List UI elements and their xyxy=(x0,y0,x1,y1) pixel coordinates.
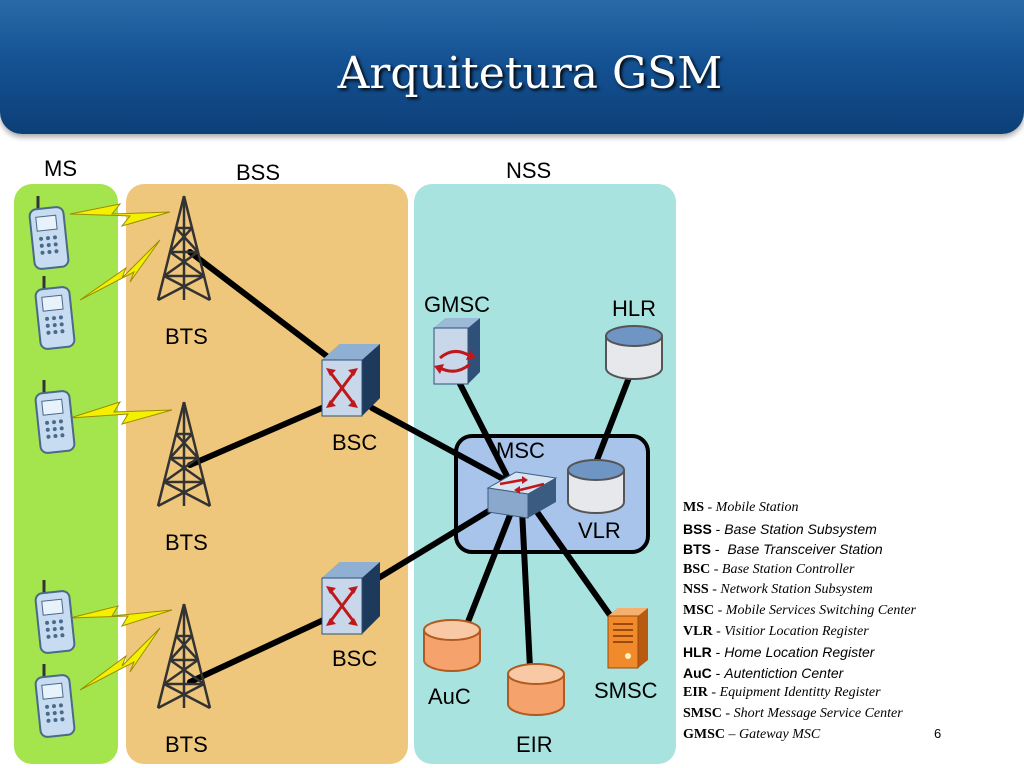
bts-tower-icon xyxy=(156,603,212,710)
legend-item: AuC - Autentiction Center xyxy=(683,664,844,681)
legend-item: HLR - Home Location Register xyxy=(683,644,875,661)
lightning-icon xyxy=(69,401,173,425)
gmsc-gateway-icon xyxy=(433,318,480,385)
eir-database-icon xyxy=(507,663,565,716)
link-eir-msc xyxy=(519,507,533,671)
auc-database-icon xyxy=(423,619,481,672)
smsc-server-icon xyxy=(607,608,648,669)
msc-switch-icon xyxy=(486,471,558,519)
ms-group-label: MS xyxy=(44,156,77,181)
vlr-label: VLR xyxy=(578,518,621,543)
msc-label: MSC xyxy=(496,438,545,463)
vlr-database-icon xyxy=(567,459,625,514)
bsc-label: BSC xyxy=(332,646,378,671)
legend-item: BTS - Base Transceiver Station xyxy=(683,541,883,558)
legend-item: BSS - Base Station Subsystem xyxy=(683,520,877,537)
link-bts2-bsc1 xyxy=(187,395,348,468)
page-number: 6 xyxy=(934,726,942,741)
title-bar: Arquitetura GSM xyxy=(0,0,1024,134)
lightning-icon xyxy=(69,203,171,227)
link-bsc2-msc xyxy=(369,495,513,585)
bts-tower-icon xyxy=(156,401,212,508)
legend-item: GMSC – Gateway MSC xyxy=(683,726,821,742)
link-bts3-bsc2 xyxy=(187,607,348,685)
slide-title: Arquitetura GSM xyxy=(337,48,723,99)
link-bsc1-msc xyxy=(369,405,508,483)
hlr-label: HLR xyxy=(612,296,657,321)
legend-item: BSC - Base Station Controller xyxy=(683,561,855,577)
mobile-phone-icon xyxy=(34,276,76,350)
acronym-legend: MS - Mobile Station BSS - Base Station S… xyxy=(683,498,1013,745)
mobile-phone-icon xyxy=(28,196,70,270)
bsc-label: BSC xyxy=(332,430,378,455)
legend-item: SMSC - Short Message Service Center xyxy=(683,705,903,721)
legend-item: EIR - Equipment Identitty Register xyxy=(683,685,881,701)
mobile-phone-icon xyxy=(34,380,76,454)
bss-group-label: BSS xyxy=(236,160,281,185)
legend-item: NSS - Network Station Subsystem xyxy=(683,582,873,598)
auc-label: AuC xyxy=(428,684,471,709)
mobile-phone-icon xyxy=(34,664,76,738)
link-bts1-bsc1 xyxy=(187,249,348,373)
gmsc-label: GMSC xyxy=(424,292,490,317)
lightning-icon xyxy=(79,627,161,691)
hlr-database-icon xyxy=(605,325,663,380)
smsc-label: SMSC xyxy=(594,678,658,703)
bts-tower-icon xyxy=(156,195,212,302)
bts-label: BTS xyxy=(165,732,208,757)
legend-item: MSC - Mobile Services Switching Center xyxy=(683,602,916,618)
legend-item: MS - Mobile Station xyxy=(683,500,799,515)
link-smsc-msc xyxy=(527,499,615,621)
lightning-icon xyxy=(69,605,173,627)
bts-label: BTS xyxy=(165,324,208,349)
mobile-phone-icon xyxy=(34,580,76,654)
ms-group-panel xyxy=(14,184,118,764)
lightning-icon xyxy=(79,239,161,301)
bts-label: BTS xyxy=(165,530,208,555)
eir-label: EIR xyxy=(516,732,553,757)
bsc-switch-icon xyxy=(321,562,380,635)
link-auc-msc xyxy=(461,507,515,635)
nss-group-label: NSS xyxy=(506,158,552,183)
link-gmsc-msc xyxy=(454,375,513,485)
bsc-switch-icon xyxy=(321,344,380,417)
legend-item: VLR - Visitior Location Register xyxy=(683,623,869,639)
